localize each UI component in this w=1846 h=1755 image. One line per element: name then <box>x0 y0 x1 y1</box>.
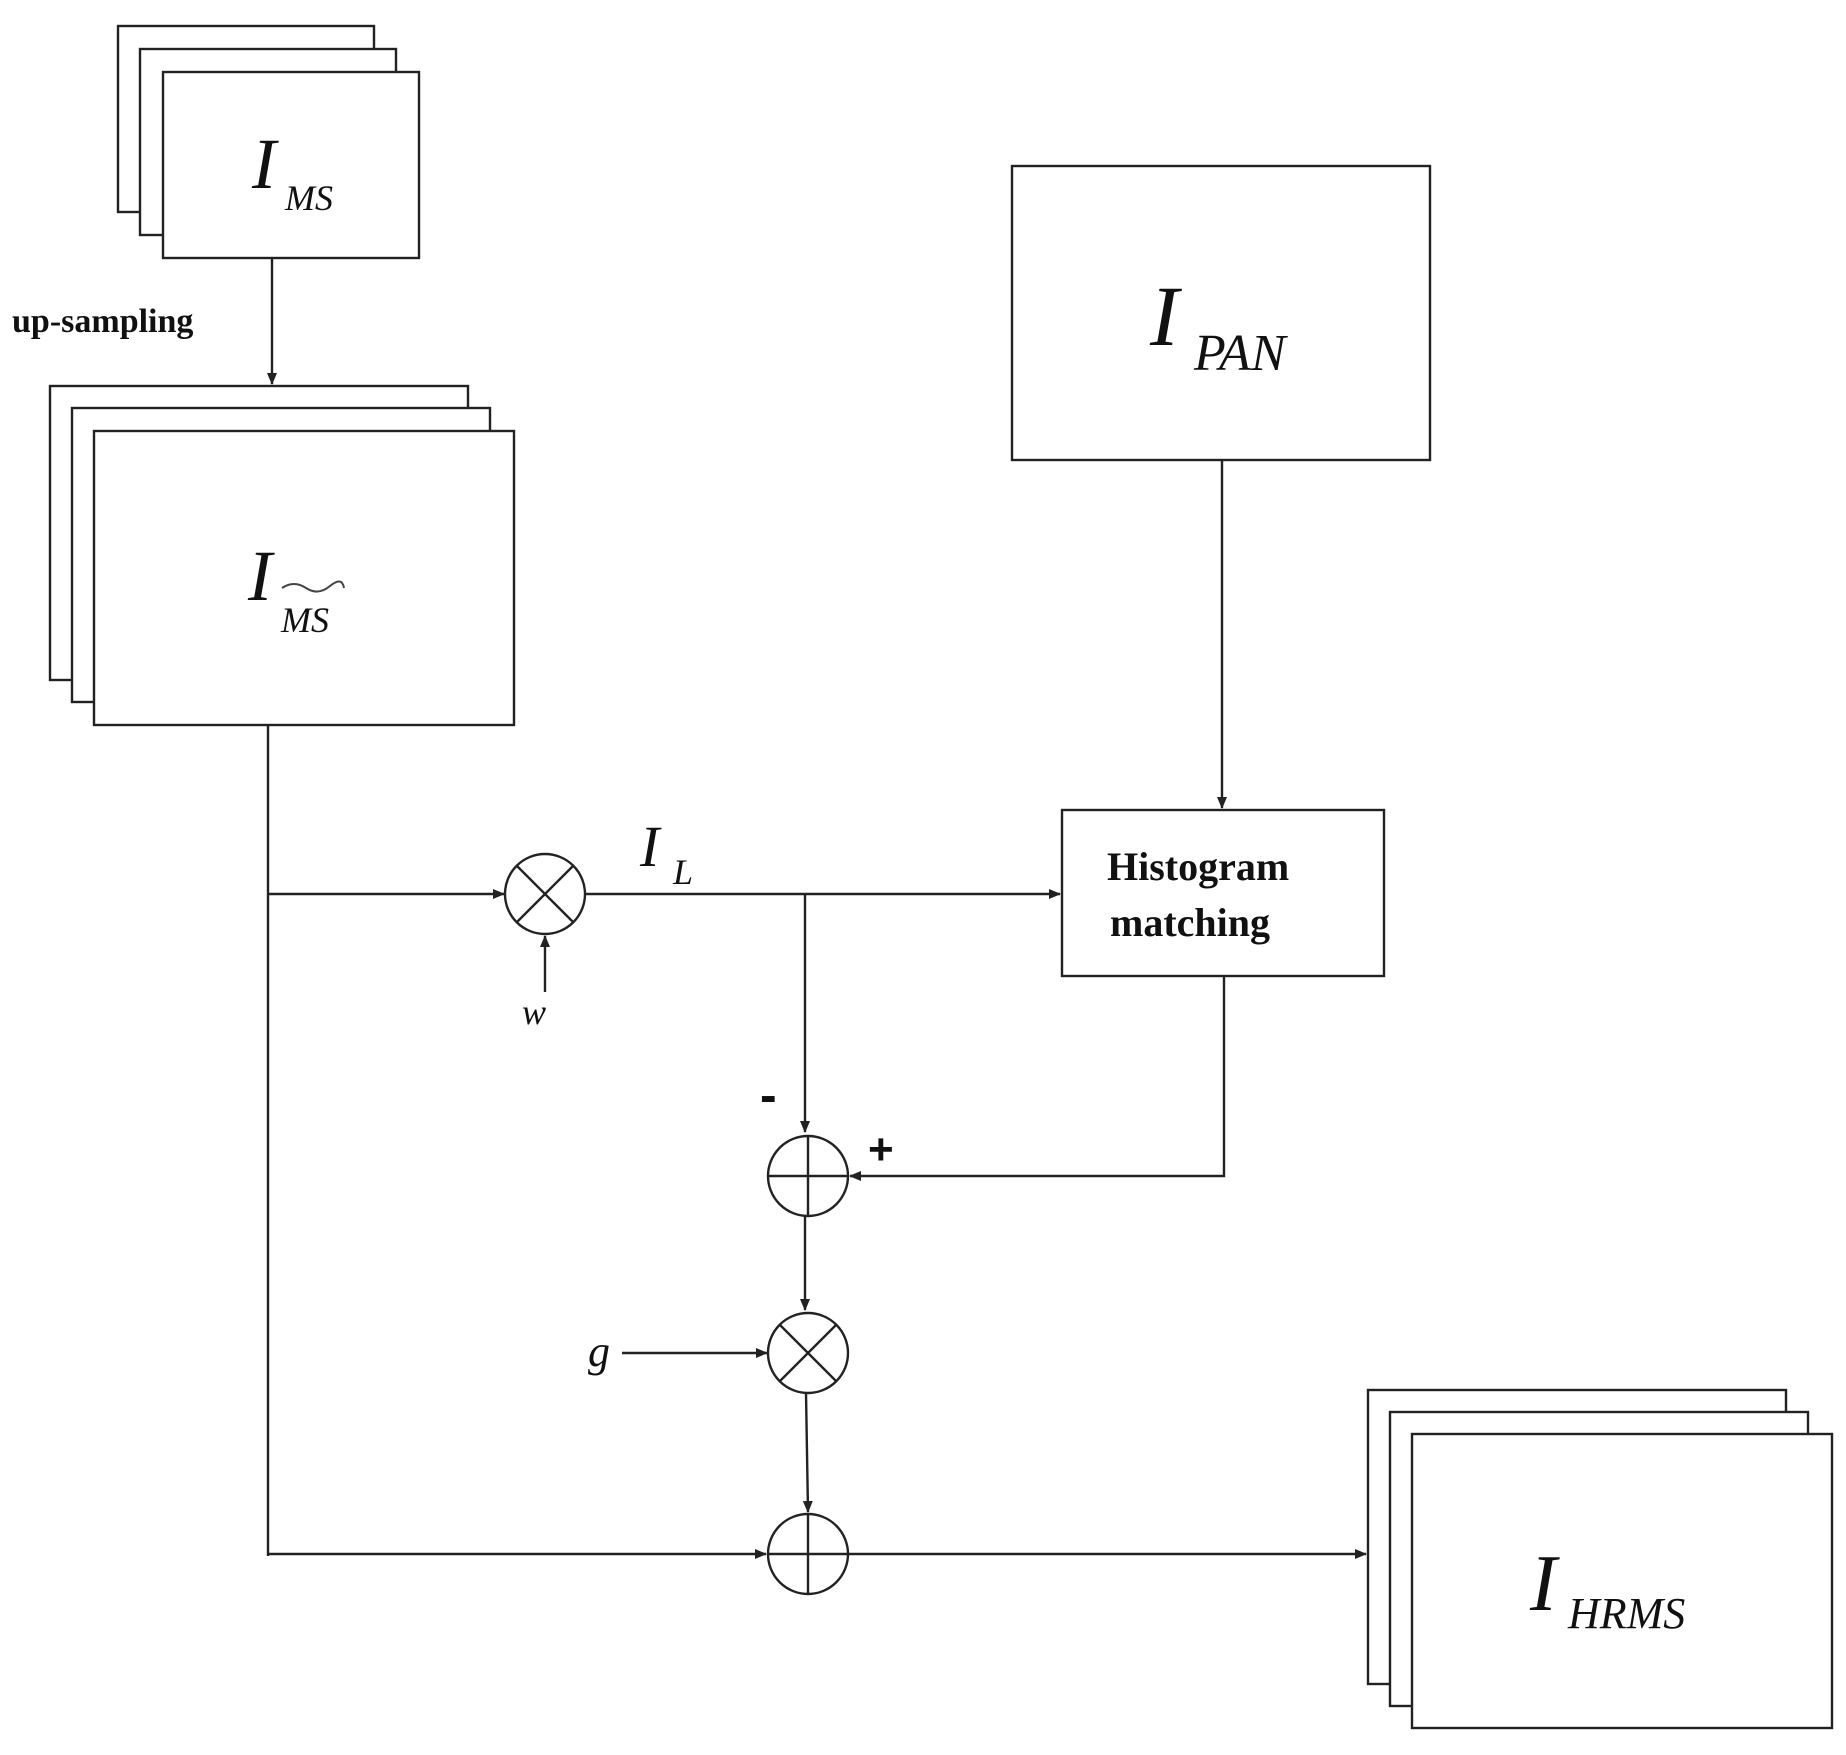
upsampling-label: up-sampling <box>12 303 193 340</box>
multiplier-g <box>766 1311 850 1395</box>
ms-label-sub: MS <box>284 178 333 218</box>
hrms-label-sub: HRMS <box>1567 1589 1685 1638</box>
hrms-image-stack: I HRMS <box>1366 1388 1834 1730</box>
g-label: g <box>588 1327 610 1376</box>
adder-difference <box>766 1134 850 1218</box>
ms-up-label-sub: MS <box>280 600 329 640</box>
mult-to-final-adder-arrow <box>802 1392 813 1513</box>
histogram-line1: Histogram <box>1107 844 1289 889</box>
w-label: w <box>522 992 546 1032</box>
il-label-sub: L <box>672 852 693 892</box>
multiplier-w <box>503 852 587 936</box>
ms-up-label-main: I <box>247 536 275 616</box>
il-label-main: I <box>639 814 662 879</box>
pan-label-sub: PAN <box>1193 325 1289 382</box>
pan-label-main: I <box>1149 268 1182 364</box>
minus-label: - <box>760 1067 777 1123</box>
plus-label: + <box>868 1125 894 1174</box>
adder-final <box>766 1512 850 1596</box>
histogram-line2: matching <box>1110 900 1270 945</box>
hrms-label-main: I <box>1529 1540 1560 1628</box>
tilde-mark <box>281 580 345 593</box>
histogram-to-adder-arrow <box>849 976 1226 1181</box>
histogram-matching-box: Histogram matching <box>1060 808 1386 978</box>
pan-image-box: I PAN <box>1010 164 1432 462</box>
ms-image-stack: I MS <box>116 24 421 260</box>
upsampled-ms-stack: I MS <box>48 384 516 727</box>
ms-label-main: I <box>251 124 279 204</box>
